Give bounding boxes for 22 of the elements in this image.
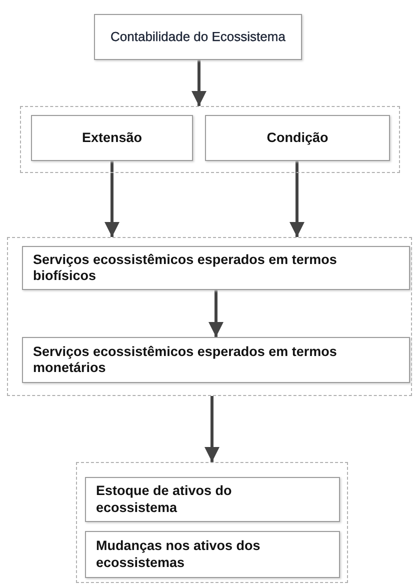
box-label: Serviços ecossistêmicos esperados em termos monetários (33, 344, 338, 376)
dashed-group-box (20, 106, 400, 173)
box-label: Contabilidade do Ecossistema (110, 29, 286, 45)
arrow (204, 396, 220, 462)
dashed-group-box (7, 237, 412, 396)
arrow (290, 161, 304, 237)
dashed-group-box (76, 462, 348, 583)
arrow (208, 290, 224, 337)
box-label: Serviços ecossistêmicos esperados em termos biofísicos (33, 252, 338, 284)
process-box (205, 115, 390, 161)
box-label: Condição (266, 130, 328, 146)
process-box (22, 246, 410, 290)
process-box (22, 337, 410, 383)
arrow (104, 161, 120, 237)
process-box (85, 531, 340, 578)
process-box (31, 115, 193, 161)
box-label: Estoque de ativos do ecossistema (96, 483, 233, 516)
box-label: Mudanças nos ativos dos ecossistemas (96, 538, 262, 571)
process-box (85, 477, 340, 522)
process-box (94, 14, 302, 60)
box-label: Extensão (82, 130, 142, 146)
arrow (192, 60, 206, 106)
